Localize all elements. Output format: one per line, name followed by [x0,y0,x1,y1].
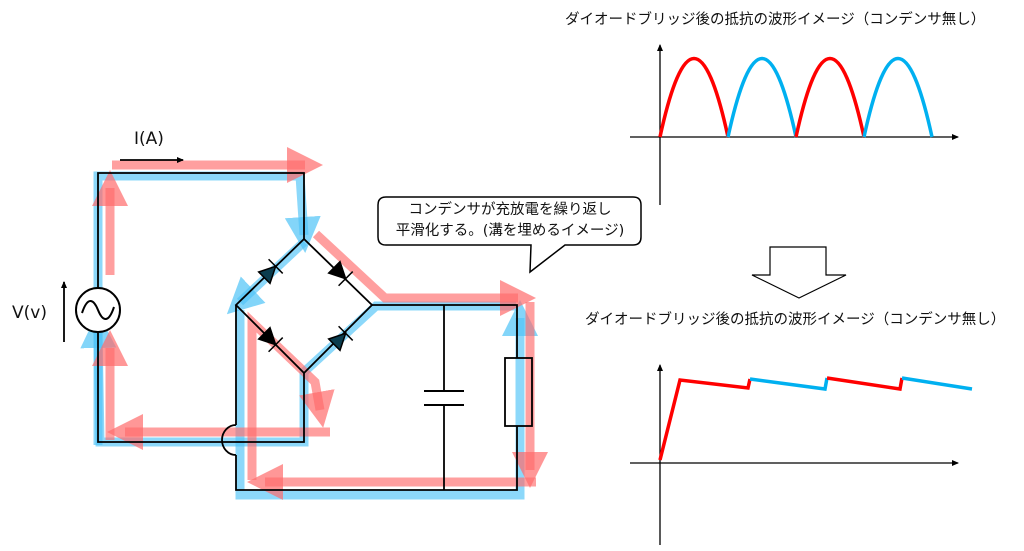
callout-line-1: コンデンサが充放電を繰り返し [408,202,612,218]
graph-top-axes [630,44,959,205]
half-wave-3 [794,56,866,138]
ac-source-icon [75,287,121,333]
down-arrow-icon [751,246,847,299]
callout-bubble [377,196,642,274]
callout-text: コンデンサが充放電を繰り返し 平滑化する。(溝を埋めるイメージ) [380,200,640,242]
resistor [504,357,533,427]
circuit-wires [97,172,518,491]
diode-bridge [257,258,354,353]
current-label: I(A) [134,129,164,149]
graph-bottom-title: ダイオードブリッジ後の抵抗の波形イメージ（コンデンサ無し） [585,312,1006,328]
graph-top-waveform [658,56,934,138]
callout-line-2: 平滑化する。(溝を埋めるイメージ) [395,223,625,239]
voltage-label: V(v) [12,303,47,323]
diode-bottom-left [257,326,284,353]
graph-top-title: ダイオードブリッジ後の抵抗の波形イメージ（コンデンサ無し） [565,12,986,28]
positive-half-current-path [92,147,548,500]
diode-top-left [257,258,284,285]
half-wave-1 [658,56,730,138]
diode-top-right [327,260,354,287]
diode-bottom-right [327,325,354,352]
graph-bottom-axes [630,364,959,545]
graph-bottom-waveform [658,376,973,461]
half-wave-4 [862,56,934,138]
capacitor [424,390,464,406]
half-wave-2 [726,56,798,138]
